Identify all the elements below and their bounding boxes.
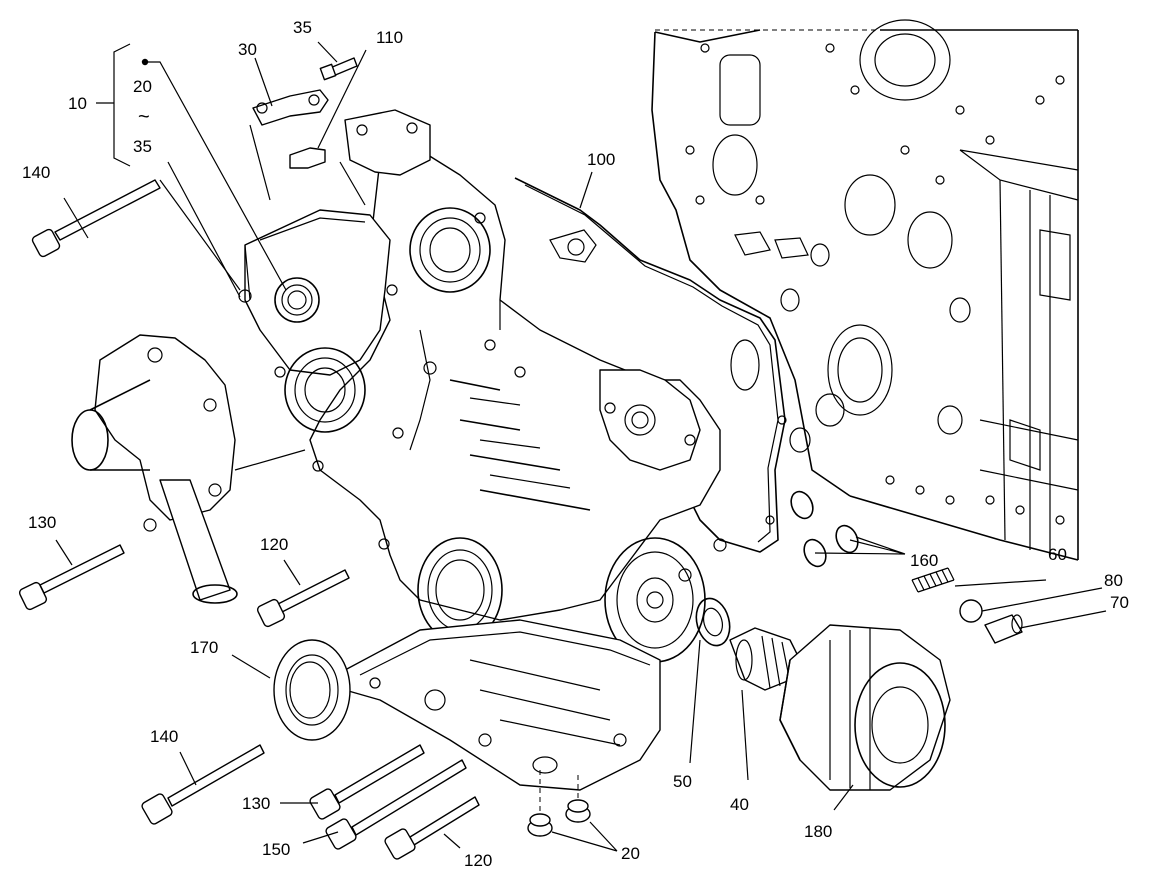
plug-70 (984, 614, 1023, 644)
callout-170: 170 (190, 638, 218, 657)
callout-160: 160 (910, 551, 938, 570)
ball-80 (959, 599, 983, 623)
callout-40: 40 (730, 795, 749, 814)
callout-140-top: 140 (22, 163, 50, 182)
o-rings-160 (790, 490, 859, 568)
bolt-140-top (31, 179, 161, 258)
seal-170 (273, 639, 351, 741)
gasket-100 (514, 177, 787, 553)
callout-130-left: 130 (28, 513, 56, 532)
engine-block (651, 19, 1079, 561)
callout-120-bottom: 120 (464, 851, 492, 870)
callout-110: 110 (376, 28, 403, 47)
plug-110 (289, 147, 326, 169)
callout-180: 180 (804, 822, 832, 841)
callout-50: 50 (673, 772, 692, 791)
callout-70: 70 (1110, 593, 1129, 612)
water-pump (71, 334, 306, 604)
bolt-140-bottom (141, 744, 265, 825)
callout-150: 150 (262, 840, 290, 859)
spring-60 (911, 567, 955, 593)
plugs-20 (527, 799, 591, 837)
bolt-130-bottom (309, 744, 425, 820)
front-cover (238, 109, 727, 663)
bolt-150 (325, 759, 467, 850)
callout-120-mid: 120 (260, 535, 288, 554)
bolt-130-left (18, 544, 125, 611)
callout-35-top: 35 (293, 18, 312, 37)
bolt-120-mid (256, 569, 350, 628)
callout-100: 100 (587, 150, 615, 169)
callout-labels: 10 20 ~ 35 35 30 110 140 100 130 120 170… (22, 18, 1129, 870)
callout-140-bottom: 140 (150, 727, 178, 746)
oil-filter-180 (779, 624, 951, 791)
bolt-35-top (319, 57, 358, 81)
callout-80: 80 (1104, 571, 1123, 590)
callout-30: 30 (238, 40, 257, 59)
callout-60: 60 (1048, 545, 1067, 564)
callout-20-top: 20 (133, 77, 152, 96)
callout-10: 10 (68, 94, 87, 113)
callout-130-bottom: 130 (242, 794, 270, 813)
bracket-30 (252, 89, 329, 126)
lower-cover (344, 619, 661, 820)
washer-50 (695, 597, 731, 647)
bolt-120-bottom (384, 796, 480, 860)
callout-35-range: 35 (133, 137, 152, 156)
callout-20-bottom: 20 (621, 844, 640, 863)
leader-lines (55, 41, 1107, 852)
range-symbol: ~ (138, 106, 150, 128)
